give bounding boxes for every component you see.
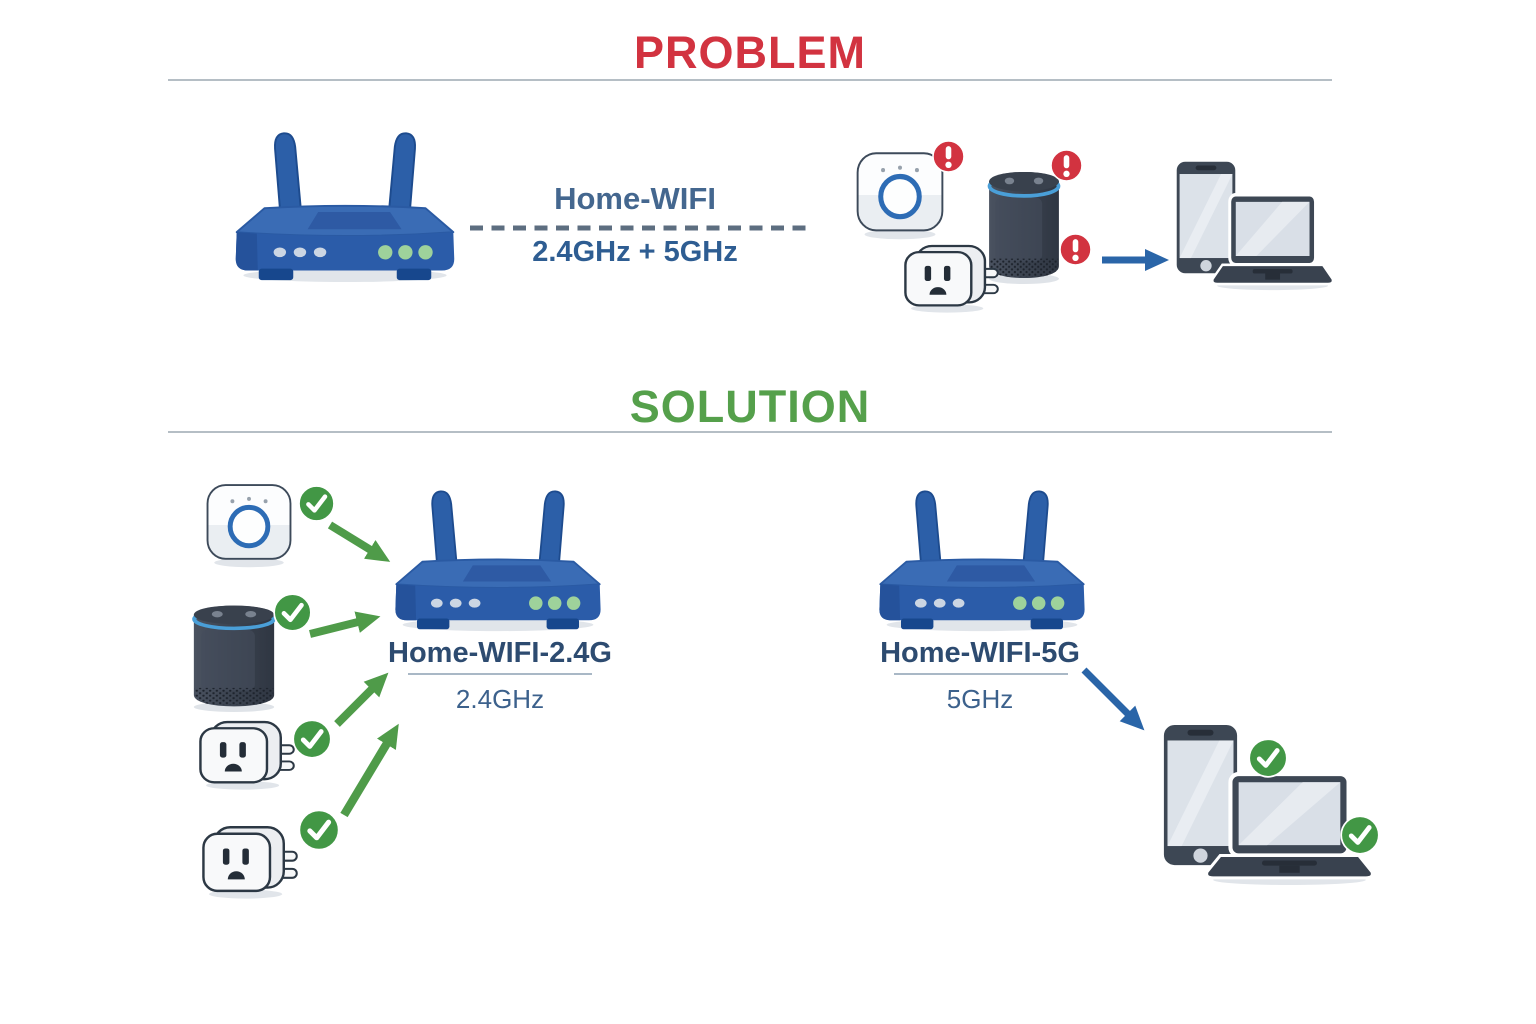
problem-title: PROBLEM <box>634 27 866 78</box>
problem-ssid-label: Home-WIFI <box>554 181 716 216</box>
alert-badge-icon <box>1049 148 1084 183</box>
solution-title: SOLUTION <box>629 381 871 432</box>
problem-divider-line <box>168 79 1332 81</box>
problem-bands-label: 2.4GHz + 5GHz <box>532 236 738 268</box>
solution-divider-line <box>168 431 1332 433</box>
smart-hub-icon <box>203 482 295 568</box>
solution-24g-ssid-label: Home-WIFI-2.4G <box>388 637 612 669</box>
smart-plug-icon <box>201 824 300 899</box>
check-badge-icon <box>291 718 333 760</box>
arrow-green-icon <box>340 723 399 818</box>
solution-5g-band-label: 5GHz <box>946 684 1014 714</box>
smart-plug-icon <box>198 719 297 790</box>
smart-plug-icon <box>903 243 1001 313</box>
solution-5g-underline <box>894 673 1068 675</box>
wifi-router-icon <box>230 118 460 283</box>
solution-24g-band-label: 2.4GHz <box>455 684 545 714</box>
laptop-icon <box>1212 193 1334 291</box>
check-badge-icon <box>1339 814 1381 856</box>
check-badge-icon <box>1247 737 1289 779</box>
alert-badge-icon <box>1058 232 1093 267</box>
arrow-green-icon <box>309 611 381 638</box>
dashed-connection-line <box>470 225 811 231</box>
arrow-down-right-icon <box>1081 667 1145 731</box>
solution-24g-underline <box>408 673 592 675</box>
wifi-router-icon <box>390 477 606 632</box>
smart-speaker-icon <box>188 600 280 712</box>
wifi-router-icon <box>874 477 1090 632</box>
arrow-green-icon <box>334 672 389 727</box>
solution-5g-ssid-label: Home-WIFI-5G <box>880 637 1080 669</box>
arrow-green-icon <box>327 521 391 562</box>
arrow-right-icon <box>1102 249 1169 271</box>
alert-badge-icon <box>931 139 966 174</box>
